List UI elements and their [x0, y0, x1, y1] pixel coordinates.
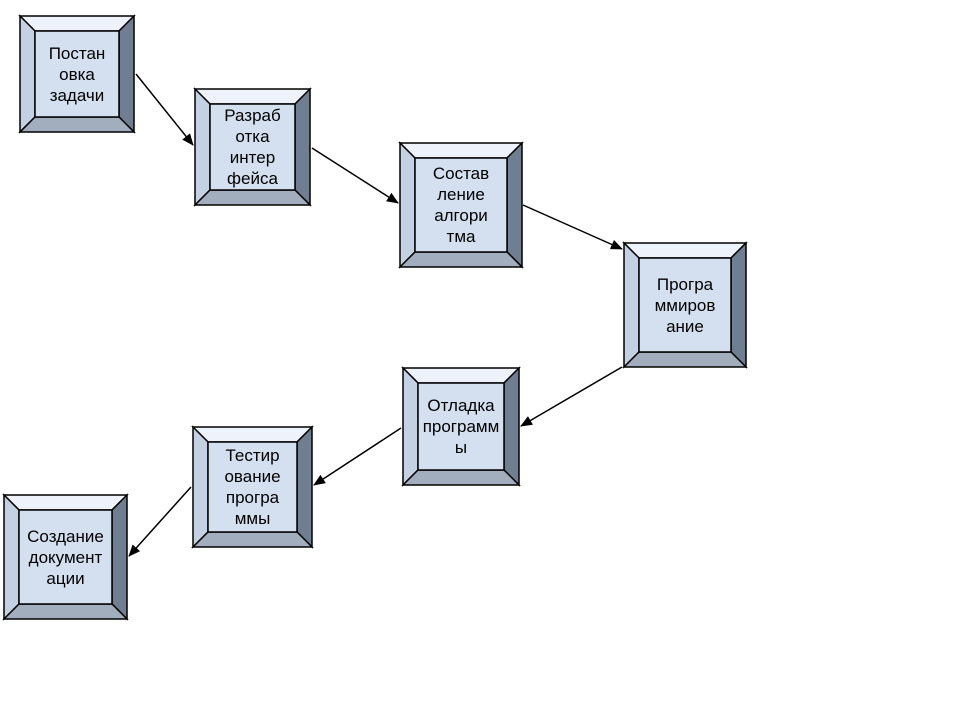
process-box-n2 — [193, 87, 312, 207]
arrow-n3-to-n4 — [522, 204, 623, 250]
arrow-n2-to-n3 — [311, 147, 399, 204]
edges-layer — [128, 73, 623, 557]
arrow-n5-to-n6 — [313, 427, 402, 486]
arrow-n6-to-n7 — [128, 486, 192, 557]
process-box-n5 — [401, 366, 521, 487]
process-box-n7 — [2, 493, 129, 621]
arrow-n1-to-n2 — [135, 73, 194, 146]
arrow-n4-to-n5 — [520, 366, 623, 427]
process-box-n4 — [622, 241, 748, 369]
process-box-n1 — [18, 14, 136, 134]
process-box-n6 — [191, 425, 314, 549]
process-box-n3 — [398, 141, 524, 269]
nodes-layer — [2, 14, 748, 621]
